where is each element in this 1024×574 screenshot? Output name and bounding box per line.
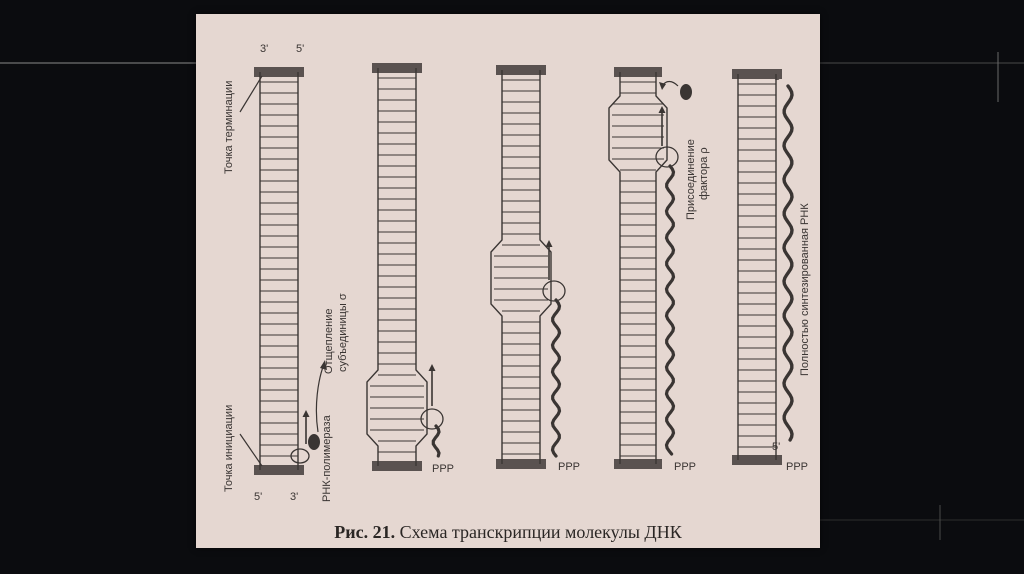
rna-strand-4 [664,164,676,456]
label-end-3-top: 3' [260,43,268,55]
label-end-5-bottom: 5' [254,491,262,503]
direction-arrow-4-head [658,106,666,113]
sigma-subunit [308,434,320,450]
dna-cap-bottom-2 [372,461,422,471]
label-full-rna: Полностью синтезированная РНК [799,203,811,376]
rna-strand-3 [550,298,562,458]
label-rho-attach-1: Присоединение [685,139,697,220]
rna-polymerase-1 [290,448,310,464]
dna-cap-bottom-1 [254,465,304,475]
label-ppp-4: PPP [674,461,696,473]
direction-arrow-1-head [302,410,310,417]
dna-cap-top-2 [372,63,422,73]
initiation-pointer [239,433,263,467]
rna-polymerase-2 [420,408,444,430]
rho-attach-arrow-head [659,82,666,90]
label-end-3-bottom: 3' [290,491,298,503]
dna-cap-bottom-4 [614,459,662,469]
dna-cap-top-4 [614,67,662,77]
direction-arrow-2-head [428,364,436,371]
direction-arrow-3-head [545,240,553,247]
caption-text: Схема транскрипции молекулы ДНК [395,522,682,542]
dna-strand-left-2 [366,68,379,466]
label-ppp-5: PPP [786,461,808,473]
termination-pointer [239,75,263,113]
dna-strand-right-2 [415,68,428,466]
dna-cap-bottom-5 [732,455,782,465]
dna-cap-top-5 [732,69,782,79]
rho-factor [680,84,692,100]
sigma-detach-arrow [315,363,325,433]
label-termination-point: Точка терминации [223,81,235,174]
dna-strand-right-4 [655,72,668,464]
label-sigma-detach-2: субъединицы σ [337,293,349,372]
rna-strand-2 [431,424,441,458]
rna-polymerase-4 [655,146,679,168]
dna-cap-top-1 [254,67,304,77]
rna-strand-full [782,84,794,442]
sigma-detach-arrow-head [320,360,327,370]
figure-caption: Рис. 21. Схема транскрипции молекулы ДНК [196,522,820,543]
label-rho-attach-2: фактора ρ [698,147,710,200]
rna-polymerase-3 [542,280,566,302]
label-sigma-detach-1: Отщепление [323,309,335,374]
transcription-diagram: 3' 5' 5' 3' Точка терминации Точка иници… [223,43,811,503]
dna-strand-left-4 [608,72,621,464]
label-end-5-top: 5' [296,43,304,55]
dna-cap-bottom-3 [496,459,546,469]
label-rna-polymerase: РНК-полимераза [321,414,333,502]
figure-page: 3' 5' 5' 3' Точка терминации Точка иници… [196,14,820,548]
label-ppp-3: PPP [558,461,580,473]
dna-cap-top-3 [496,65,546,75]
label-ppp-2: PPP [432,463,454,475]
label-initiation-point: Точка инициации [223,405,235,492]
caption-number: Рис. 21. [334,522,396,542]
